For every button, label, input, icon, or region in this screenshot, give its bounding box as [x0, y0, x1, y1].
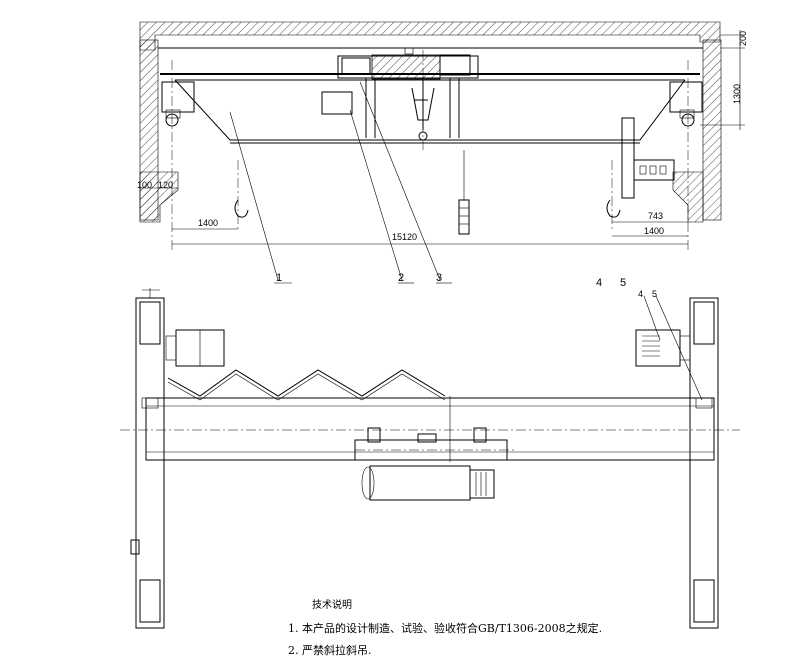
right-end-carriage: [689, 297, 719, 629]
electrical-cabinet: [621, 117, 635, 199]
callout-1: 1: [276, 272, 282, 284]
dim-right-hook: 1400: [644, 226, 664, 236]
dim-span: 15120: [392, 232, 417, 242]
pendant-control: [458, 199, 470, 235]
left-hook: [234, 199, 249, 218]
hoist-motor-plan: [369, 465, 471, 501]
dim-left-hook: 1400: [198, 218, 218, 228]
callout-3: 3: [436, 272, 442, 284]
dim-right-offset: 743: [648, 211, 663, 221]
main-girder-plan: [145, 397, 715, 461]
right-hook: [606, 199, 621, 218]
right-corbel: [672, 171, 704, 223]
dim-left-b: 120: [158, 180, 173, 190]
notes-title: 技术说明: [312, 598, 352, 611]
notes-line-2: 2. 严禁斜拉斜吊.: [288, 643, 372, 657]
callout-2: 2: [398, 272, 404, 284]
festoon-cable: [167, 369, 446, 397]
notes-line-1: 1. 本产品的设计制造、试验、验收符合GB/T1306-2008之规定.: [288, 621, 602, 635]
left-end-truck: [161, 81, 195, 113]
dim-top-gap: 200: [738, 31, 748, 46]
roof-hatch: [139, 21, 721, 51]
right-wall: [702, 39, 722, 221]
callout-4: 4: [596, 277, 602, 289]
technical-notes: 技术说明 1. 本产品的设计制造、试验、验收符合GB/T1306-2008之规定…: [288, 598, 602, 657]
dim-left-a: 100: [137, 180, 152, 190]
hoist-drum: [371, 54, 441, 80]
plan-view: 4 5: [120, 288, 740, 629]
buffer-left: [130, 539, 140, 555]
left-end-carriage: [135, 297, 165, 629]
right-end-truck: [669, 81, 703, 113]
elevation-view: 200 1300 100 120 1400 15120 743 1400 1 2…: [137, 21, 748, 289]
control-box: [321, 91, 353, 115]
callout-4-plan: 4: [638, 289, 643, 299]
left-corbel: [139, 171, 179, 223]
callout-5-plan: 5: [652, 289, 657, 299]
callout-5: 5: [620, 277, 626, 289]
dim-height: 1300: [732, 84, 742, 104]
